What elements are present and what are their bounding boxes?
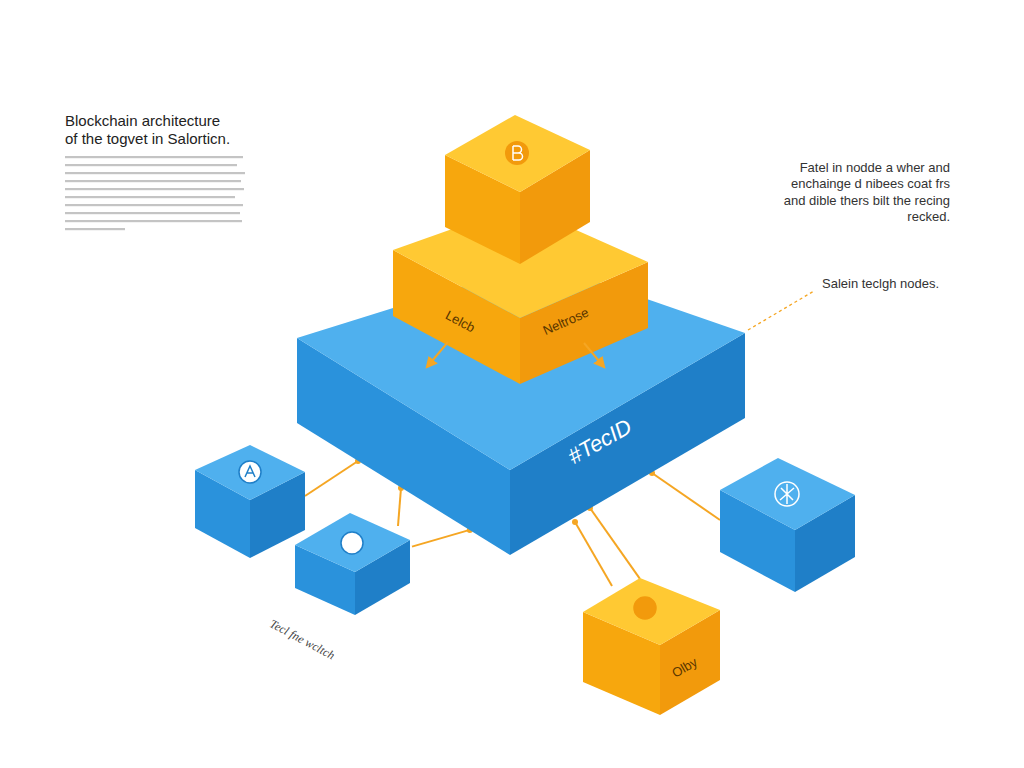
body-text-lines — [65, 156, 245, 230]
callout-text: Salein teclgh nodes. — [822, 276, 982, 292]
block-node: LelcbNeltrose — [390, 200, 652, 388]
block-face — [297, 262, 745, 470]
block-shape — [582, 576, 722, 718]
coin-icon — [341, 532, 363, 554]
block-shape — [390, 200, 652, 388]
flow-arrows — [427, 342, 604, 367]
block-label: Tecl fne wcltch — [267, 617, 336, 662]
blue-cube-right — [720, 458, 855, 592]
block-face — [393, 205, 648, 318]
diagram-title: Blockchain architecture of the togvet in… — [65, 112, 234, 148]
coin-icon — [634, 597, 656, 619]
connector-line — [590, 508, 640, 579]
top-yellow-cube — [445, 115, 590, 264]
block-node: Olby — [582, 576, 722, 718]
blue-cube-left — [195, 445, 305, 558]
block-face — [295, 513, 410, 572]
connector-line — [412, 530, 470, 547]
block-node: Tecl fne wcltch — [294, 512, 412, 617]
leader-line — [748, 291, 814, 330]
block-face — [583, 578, 720, 645]
note-text: Fatel in nodde a wher and enchainge d ni… — [780, 160, 950, 225]
block-shape — [294, 512, 412, 617]
